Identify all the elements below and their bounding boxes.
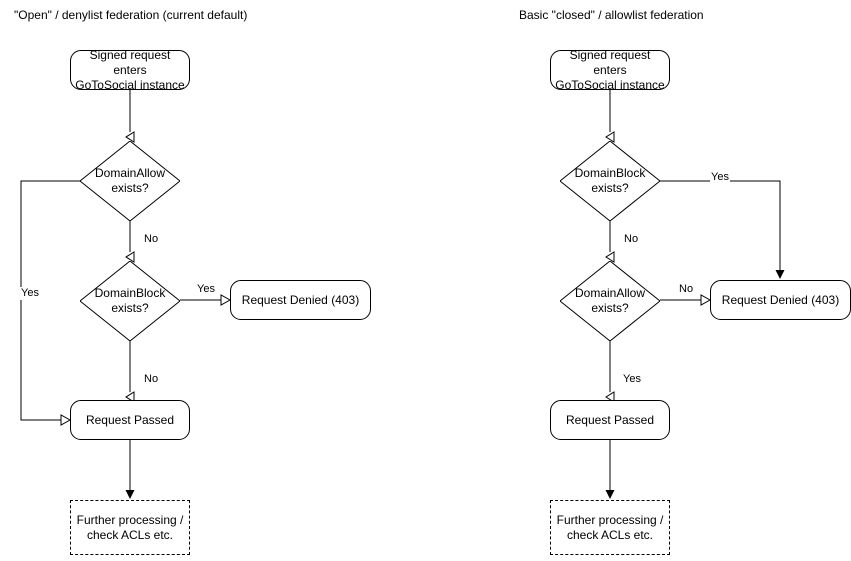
node-further-processing-right: Further processing / check ACLs etc. bbox=[550, 500, 670, 555]
node-request-passed-left: Request Passed bbox=[70, 400, 190, 440]
edge-label-domainblock-no-right: No bbox=[623, 233, 640, 246]
edge-label-domainblock-no-left: No bbox=[143, 373, 160, 386]
diamond-shape bbox=[560, 261, 660, 341]
diamond-shape bbox=[560, 141, 660, 221]
node-request-passed-right: Request Passed bbox=[550, 400, 670, 440]
node-decision-domainallow-right: DomainAllow exists? bbox=[560, 261, 660, 341]
node-label: Request Denied (403) bbox=[241, 292, 360, 307]
node-label: Further processing / check ACLs etc. bbox=[556, 512, 664, 542]
node-signed-request-entry-left: Signed request enters GoToSocial instanc… bbox=[70, 47, 190, 92]
node-decision-domainallow-left: DomainAllow exists? bbox=[80, 141, 180, 221]
edge-label-domainallow-no-left: No bbox=[143, 233, 160, 246]
node-label: Request Passed bbox=[85, 412, 175, 427]
edge-label-domainallow-yes-left: Yes bbox=[20, 287, 40, 300]
edge-label-domainblock-yes-right: Yes bbox=[710, 171, 730, 184]
diamond-shape bbox=[80, 261, 180, 341]
node-request-denied-left: Request Denied (403) bbox=[230, 280, 371, 320]
edge-label-domainallow-yes-right: Yes bbox=[622, 373, 642, 386]
node-label: Signed request enters GoToSocial instanc… bbox=[555, 47, 665, 92]
node-label: Request Denied (403) bbox=[721, 292, 840, 307]
node-decision-domainblock-left: DomainBlock exists? bbox=[80, 261, 180, 341]
node-label: DomainBlock exists? bbox=[94, 286, 166, 315]
panel-title-closed-allowlist: Basic "closed" / allowlist federation bbox=[519, 8, 704, 22]
node-further-processing-left: Further processing / check ACLs etc. bbox=[70, 500, 190, 555]
edge-label-domainallow-no-right: No bbox=[678, 283, 695, 296]
node-label: Request Passed bbox=[565, 412, 655, 427]
node-label: Signed request enters GoToSocial instanc… bbox=[75, 47, 185, 92]
node-label: DomainBlock exists? bbox=[574, 166, 646, 195]
node-decision-domainblock-right: DomainBlock exists? bbox=[560, 141, 660, 221]
node-label: DomainAllow exists? bbox=[574, 286, 646, 315]
diamond-shape bbox=[80, 141, 180, 221]
node-label: Further processing / check ACLs etc. bbox=[76, 512, 184, 542]
node-request-denied-right: Request Denied (403) bbox=[710, 280, 851, 320]
edge-domainblock-yes-to-request-denied-right bbox=[660, 180, 785, 279]
edge-label-domainblock-yes-left: Yes bbox=[196, 283, 216, 296]
node-signed-request-entry-right: Signed request enters GoToSocial instanc… bbox=[550, 47, 670, 92]
panel-title-open-denylist: "Open" / denylist federation (current de… bbox=[14, 8, 248, 22]
node-label: DomainAllow exists? bbox=[94, 166, 166, 195]
edge-domainallow-yes-to-request-passed bbox=[20, 180, 80, 426]
